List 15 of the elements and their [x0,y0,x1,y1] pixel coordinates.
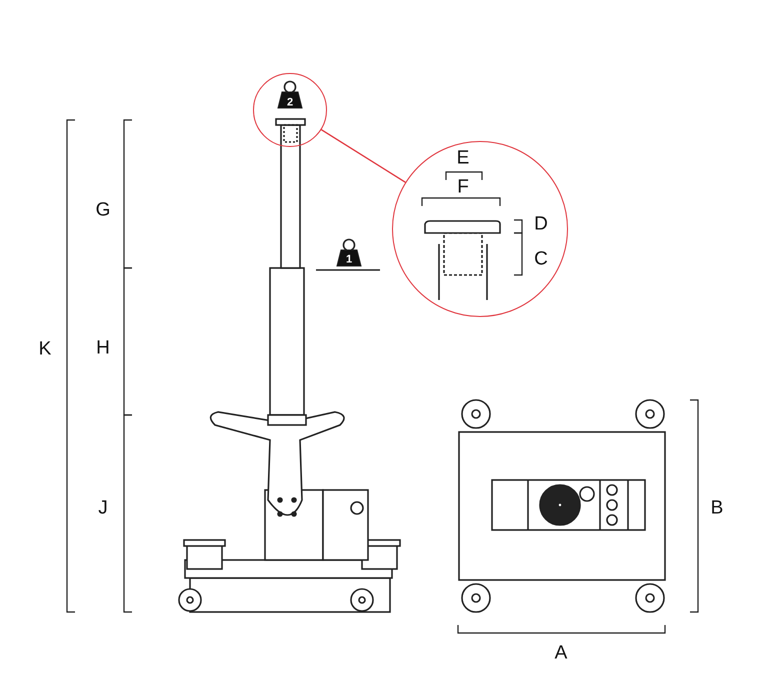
detail-view-circle [392,141,568,317]
detail-leader-line [321,129,406,183]
dimension-label: G [96,200,110,220]
detail-marker-circle [253,73,327,147]
dimension-label: B [710,498,724,518]
dimension-label: E [456,148,470,168]
weight-number: 1 [346,254,352,266]
dimension-label: K [38,340,52,358]
dimension-label: F [457,178,469,196]
dimension-label: D [534,214,548,234]
dimension-label: C [534,250,548,268]
dimension-label: A [554,644,568,662]
weight-number: 2 [286,98,294,108]
dimension-label: H [96,338,110,358]
dimension-label: J [98,498,108,518]
